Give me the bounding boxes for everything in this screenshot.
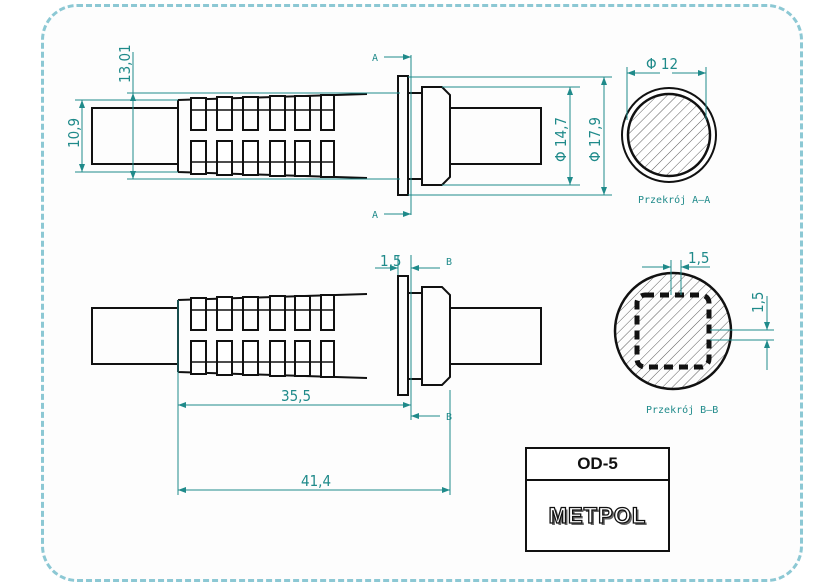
dim-diameter-12: Φ 12 [646, 55, 678, 73]
section-a-a: Φ 12 Przekrój A–A [621, 55, 717, 206]
side-view-top: 13,01 10,9 A A Φ 14,7 Φ 17,9 [65, 44, 612, 221]
dim-1-5-horizontal: 1,5 [688, 249, 709, 267]
dim-13-01: 13,01 [116, 44, 134, 83]
dim-35-5: 35,5 [281, 387, 311, 405]
section-label-a-a: Przekrój A–A [638, 194, 710, 206]
side-view-bottom: 1,5 B B 35,5 41,4 [91, 252, 542, 495]
dim-10-9: 10,9 [65, 118, 83, 148]
dim-1-5-flange: 1,5 [380, 252, 401, 270]
dim-14-7: Φ 14,7 [552, 117, 570, 162]
section-mark-a-top: A [372, 53, 378, 64]
section-b-b: 1,5 1,5 Przekrój B–B [613, 249, 774, 416]
section-label-b-b: Przekrój B–B [646, 404, 718, 416]
title-block: OD-5 METPOL [525, 447, 670, 552]
dim-17-9: Φ 17,9 [586, 117, 604, 162]
section-mark-a-bottom: A [372, 210, 378, 221]
dim-41-4: 41,4 [301, 472, 331, 490]
section-mark-b-top: B [446, 257, 452, 268]
brand-logo: METPOL [548, 502, 647, 528]
dim-1-5-vertical: 1,5 [749, 292, 767, 313]
section-mark-b-bottom: B [446, 412, 452, 423]
part-code: OD-5 [527, 449, 668, 481]
